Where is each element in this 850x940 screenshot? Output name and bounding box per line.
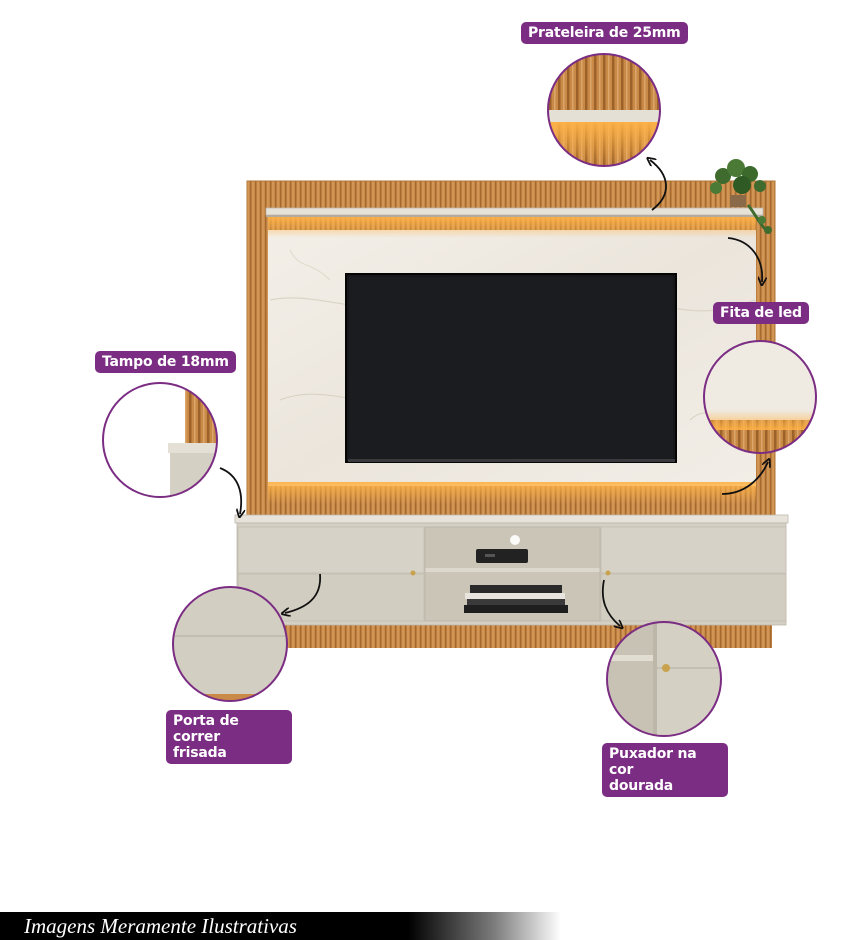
detail-handle xyxy=(606,621,722,737)
label-handle: Puxador na cor dourada xyxy=(602,743,728,797)
detail-door xyxy=(172,586,288,702)
television xyxy=(345,273,677,463)
arrow-shelf xyxy=(650,160,667,211)
top-shelf xyxy=(265,207,764,217)
label-handle-line2: dourada xyxy=(609,778,674,794)
pointer-arrows xyxy=(219,160,768,626)
led-glow-top xyxy=(268,216,756,238)
tv-rack xyxy=(234,514,789,648)
detail-top xyxy=(102,382,218,498)
footer-bar xyxy=(0,912,850,940)
arrow-led-bottom xyxy=(721,462,768,495)
label-door-line1: Porta de correr xyxy=(173,713,239,745)
arrow-handle xyxy=(601,579,620,626)
arrow-led-top xyxy=(727,237,762,282)
label-shelf: Prateleira de 25mm xyxy=(521,22,688,44)
led-glow-bottom xyxy=(268,482,756,504)
detail-shelf xyxy=(547,53,661,167)
plant xyxy=(710,159,772,234)
label-door: Porta de correr frisada xyxy=(166,710,292,764)
detail-led xyxy=(703,340,817,454)
label-door-line2: frisada xyxy=(173,745,227,761)
arrow-door xyxy=(285,573,321,613)
footer-disclaimer: Imagens Meramente Ilustrativas xyxy=(24,914,297,938)
arrow-top xyxy=(219,467,241,514)
label-handle-line1: Puxador na cor xyxy=(609,746,697,778)
label-led: Fita de led xyxy=(713,302,809,324)
label-top: Tampo de 18mm xyxy=(95,351,236,373)
